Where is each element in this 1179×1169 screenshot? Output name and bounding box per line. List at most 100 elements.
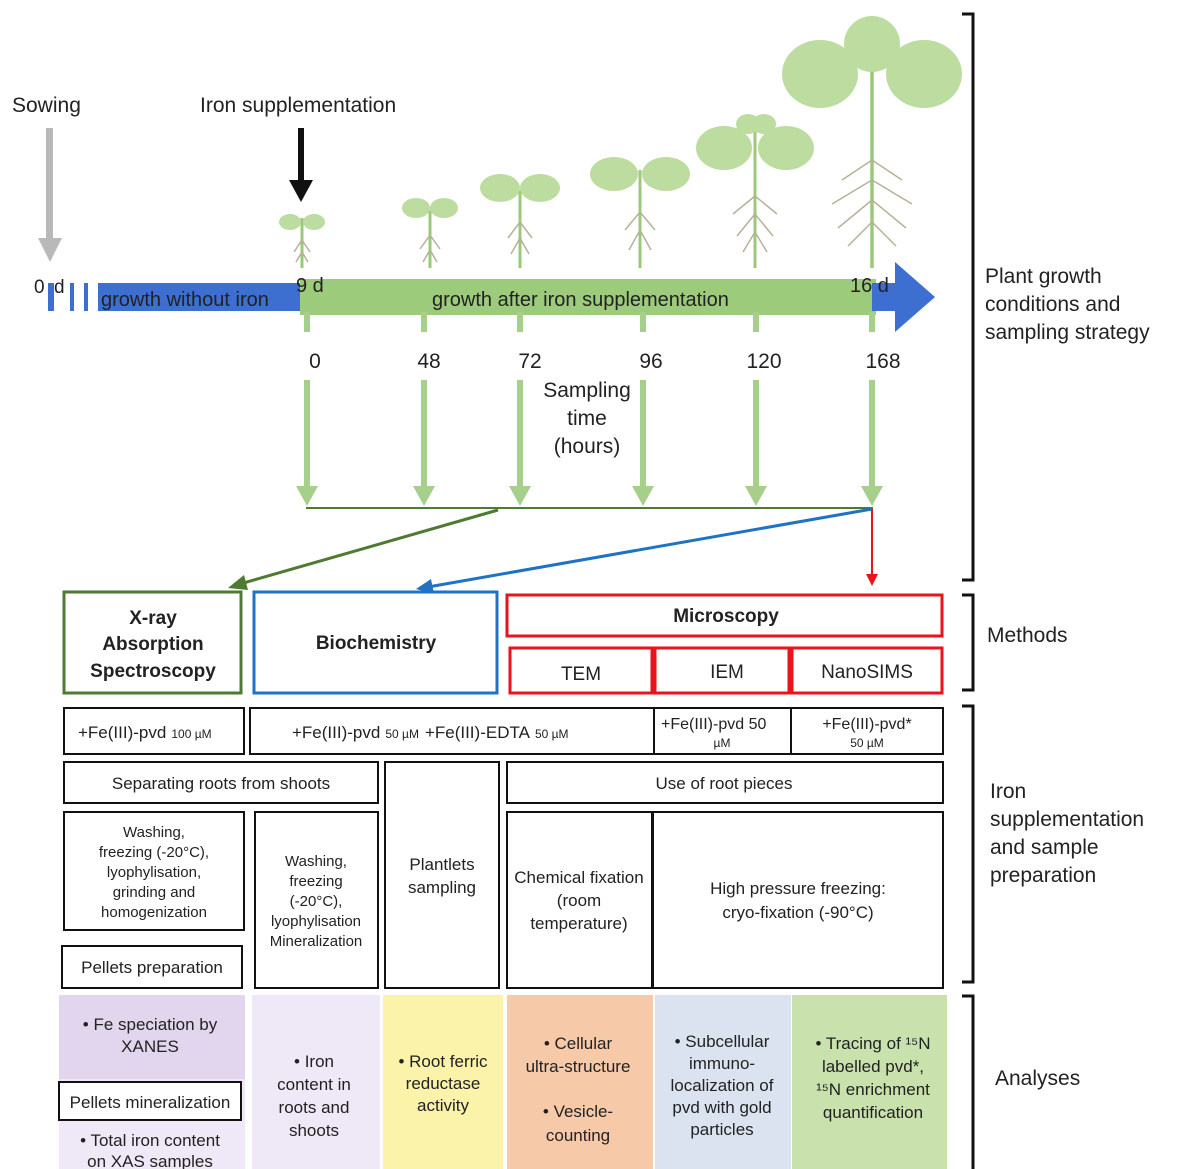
prep-bio-wash-text: Washing,freezing(-20°C),lyophylisationMi…	[270, 853, 363, 950]
method-nanosims-label: NanoSIMS	[821, 662, 913, 683]
analysis-vesicle-line-2: counting	[546, 1126, 610, 1145]
plant-icon-72h	[480, 174, 560, 268]
prep-plantlets-line2: sampling	[408, 878, 476, 897]
analysis-pellets-min-label: Pellets mineralization	[70, 1093, 231, 1112]
sampling-arrowhead-5	[861, 486, 883, 506]
supp-nano-label: +Fe(III)-pvd*	[822, 716, 911, 733]
prep-plantlets-line1: Plantlets	[409, 855, 474, 874]
sampling-tick-1	[421, 312, 427, 332]
arrow-to-biochemistry	[416, 507, 873, 594]
method-biochemistry-box	[252, 590, 499, 695]
method-iem-label: IEM	[710, 662, 744, 683]
side-label-iron-4: preparation	[990, 864, 1096, 887]
day0-unit: d	[54, 277, 65, 298]
sowing-label: Sowing	[12, 94, 81, 117]
side-brackets	[962, 12, 975, 1169]
prep-bio-wash-box	[254, 811, 379, 989]
prep-xas-wash-line-1: Washing,	[123, 824, 185, 841]
analysis-tracing-line-4: quantification	[823, 1103, 923, 1122]
supp-iem-conc: µM	[714, 736, 731, 750]
side-label-growth-2: conditions and	[985, 293, 1120, 316]
analysis-pellets-min-box	[58, 1081, 242, 1121]
sampling-tick-5	[869, 312, 875, 332]
analysis-subcellular-line-3: localization of	[670, 1076, 773, 1095]
side-label-iron-1: Iron	[990, 780, 1026, 803]
supp-iem-box	[653, 707, 792, 755]
prep-pellets-box	[61, 945, 243, 989]
prep-chem-fix-box	[506, 811, 653, 989]
side-label-growth-3: sampling strategy	[985, 321, 1150, 344]
analysis-cellular-bg	[507, 995, 653, 1169]
prep-xas-wash-text: Washing,freezing (-20°C),lyophylisation,…	[99, 824, 209, 921]
supp-iem-label: +Fe(III)-pvd 50	[661, 716, 766, 733]
sampling-time-label-0: 0	[309, 350, 321, 373]
day0-label: 0	[34, 277, 45, 298]
analysis-subcellular-line-1: • Subcellular	[675, 1032, 770, 1051]
plant-icon-96h	[590, 157, 690, 268]
sampling-arrow-3	[640, 380, 646, 488]
method-microscopy-label: Microscopy	[673, 606, 779, 627]
prep-bio-wash-line-2: freezing	[289, 873, 342, 890]
phase-after-iron-bar	[300, 279, 876, 315]
plant-icon-168h	[782, 16, 962, 268]
phase-without-iron-bar	[98, 283, 304, 311]
method-xas-box	[62, 590, 243, 695]
prep-xas-wash-line-2: freezing (-20°C),	[99, 844, 209, 861]
analysis-ferric-line-3: activity	[417, 1096, 469, 1115]
side-label-methods: Methods	[987, 624, 1068, 647]
sampling-tick-4	[753, 312, 759, 332]
sampling-caption-line2: time	[567, 407, 607, 430]
analysis-iron-content-line-4: shoots	[289, 1121, 339, 1140]
side-label-analyses: Analyses	[995, 1067, 1080, 1090]
prep-bio-wash-line-5: Mineralization	[270, 933, 363, 950]
analysis-total-iron-line-2: on XAS samples	[87, 1152, 213, 1169]
analysis-tracing-bg	[792, 995, 947, 1169]
analysis-ferric-line-2: reductase	[406, 1074, 481, 1093]
prep-bio-wash-line-4: lyophylisation	[271, 913, 361, 930]
iron-supplementation-arrow	[289, 128, 313, 202]
prep-root-pieces-label: Use of root pieces	[655, 774, 792, 793]
timeline-arrowhead	[895, 262, 935, 332]
sampling-arrow-5	[869, 380, 875, 488]
sampling-arrow-4	[753, 380, 759, 488]
plant-icon-day9	[279, 214, 325, 268]
arrow-to-xas	[228, 508, 499, 590]
side-label-iron-3: and sample	[990, 836, 1099, 859]
day9-label: 9 d	[296, 275, 324, 297]
sampling-arrowhead-3	[632, 486, 654, 506]
prep-hpf-line-2: cryo-fixation (-90°C)	[722, 903, 873, 922]
sampling-time-label-5: 168	[865, 350, 900, 373]
analysis-subcellular-line-2: immuno-	[689, 1054, 755, 1073]
sampling-time-label-1: 48	[417, 350, 440, 373]
prep-root-pieces-box	[506, 761, 944, 804]
analysis-tracing-line-3: ¹⁵N enrichment	[816, 1080, 930, 1099]
phase-after-iron-label: growth after iron supplementation	[432, 289, 729, 311]
sampling-time-label-4: 120	[746, 350, 781, 373]
analysis-cellular-line-1: • Cellular	[544, 1034, 613, 1053]
prep-chem-fix-line-2: (room	[557, 891, 601, 910]
analysis-iron-content-line-1: • Iron	[294, 1052, 334, 1071]
sampling-time-label-3: 96	[639, 350, 662, 373]
method-xas-line1: X-ray	[129, 608, 177, 629]
analysis-tracing-line-1: • Tracing of ¹⁵N	[815, 1034, 930, 1053]
analysis-iron-content-line-3: roots and	[279, 1098, 350, 1117]
prep-hpf-box	[652, 811, 944, 989]
method-microscopy-box	[505, 593, 944, 638]
prep-chem-fix-line-1: Chemical fixation	[514, 868, 643, 887]
sampling-arrowhead-0	[296, 486, 318, 506]
sampling-arrowhead-2	[509, 486, 531, 506]
supp-xas-box	[63, 707, 245, 755]
iron-supplementation-label: Iron supplementation	[200, 94, 396, 117]
prep-xas-wash-line-5: homogenization	[101, 904, 207, 921]
sampling-caption-line1: Sampling	[543, 379, 631, 402]
analysis-xanes-line-2: XANES	[121, 1037, 179, 1056]
analysis-ferric-line-1: • Root ferric	[398, 1052, 488, 1071]
analysis-subcellular-line-4: pvd with gold	[672, 1098, 771, 1117]
prep-hpf-text: High pressure freezing:cryo-fixation (-9…	[710, 879, 886, 922]
